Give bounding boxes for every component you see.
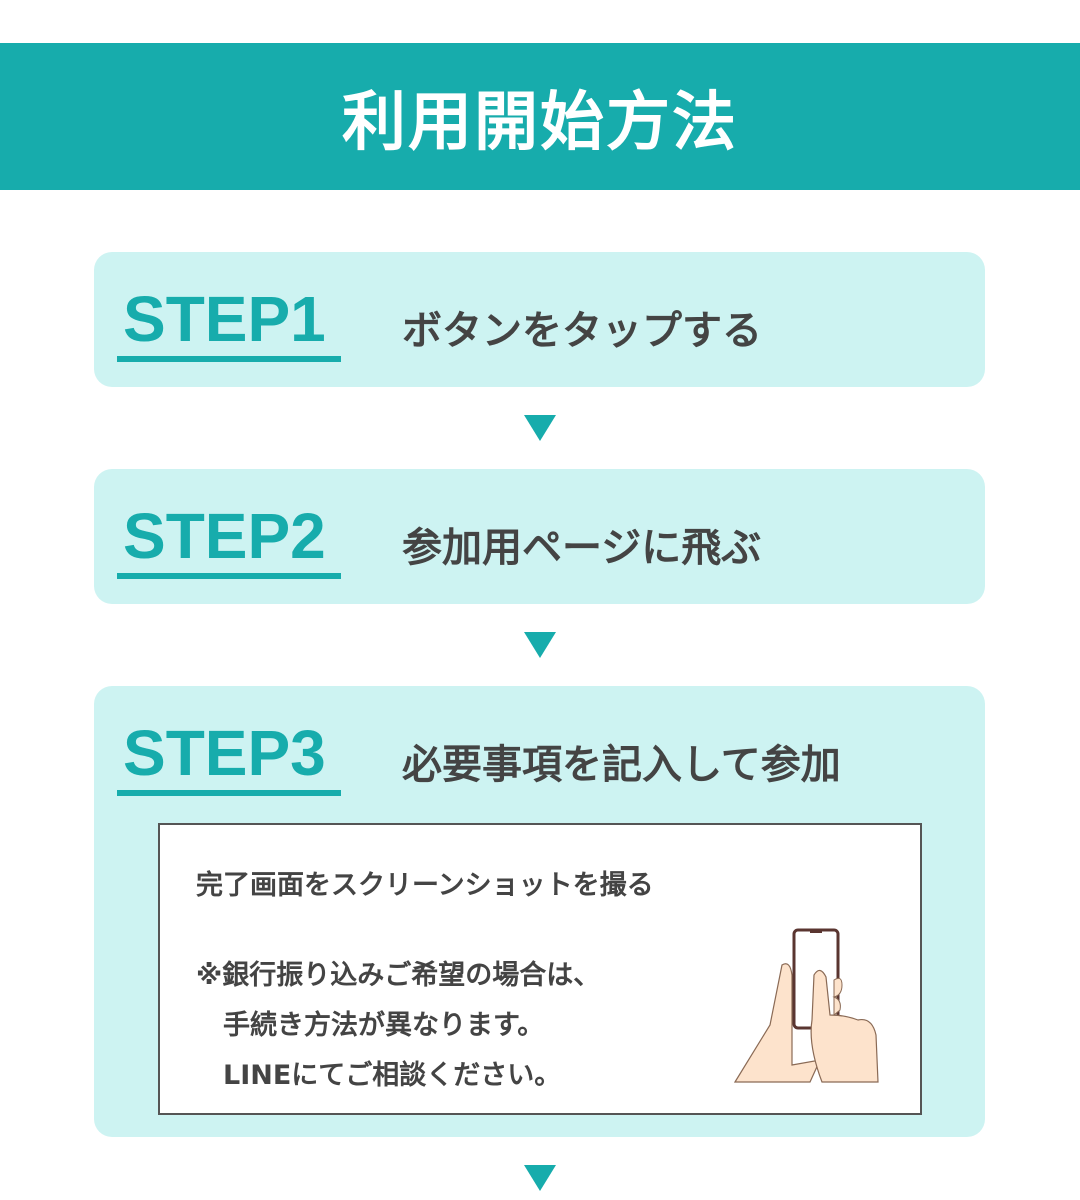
- step-text: 必要事項を記入して参加: [402, 742, 841, 788]
- note-line: ※銀行振り込みご希望の場合は、: [196, 960, 601, 991]
- step-label: STEP2: [117, 501, 341, 579]
- hand-holding-phone-icon: [733, 928, 879, 1083]
- step-text: 参加用ページに飛ぶ: [402, 525, 762, 571]
- note-line: 完了画面をスクリーンショットを撮る: [196, 870, 654, 901]
- step-text: ボタンをタップする: [402, 308, 762, 354]
- note-box: 完了画面をスクリーンショットを撮る ※銀行振り込みご希望の場合は、 手続き方法が…: [158, 823, 922, 1115]
- step-2: STEP2 参加用ページに飛ぶ: [94, 469, 985, 604]
- step-label: STEP3: [117, 718, 341, 796]
- triangle-down-icon: [524, 1165, 556, 1191]
- page-title: 利用開始方法: [342, 85, 738, 160]
- triangle-down-icon: [524, 415, 556, 441]
- note-line: LINEにてご相談ください。: [196, 1060, 562, 1091]
- step-label: STEP1: [117, 284, 341, 362]
- header-band: 利用開始方法: [0, 43, 1080, 190]
- note-line: 手続き方法が異なります。: [196, 1010, 545, 1041]
- triangle-down-icon: [524, 632, 556, 658]
- step-3: STEP3 必要事項を記入して参加 完了画面をスクリーンショットを撮る ※銀行振…: [94, 686, 985, 1137]
- step-1: STEP1 ボタンをタップする: [94, 252, 985, 387]
